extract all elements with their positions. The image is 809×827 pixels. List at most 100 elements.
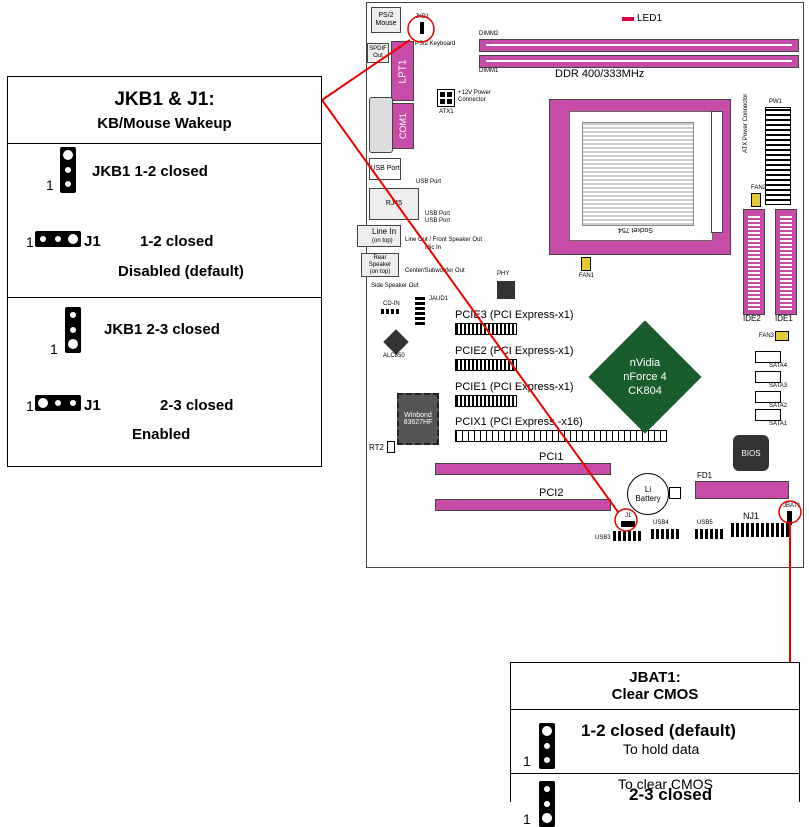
ps2-keyboard-label: PS/2 Keyboard [415,41,456,47]
enabled-text: Enabled [132,426,191,443]
pin1-label-2: 1 [26,234,34,250]
motherboard: PS/2 Mouse JKB1 PS/2 Keyboard SPDIF Out … [357,2,804,568]
cpu-socket: Socket 754 [569,111,713,241]
center-sub-label: Center/Subwoofer Out [405,268,465,274]
led1-indicator [622,17,634,21]
sata3-connector [755,371,781,383]
usb-port: USB Port [369,158,401,180]
jkb1-23-text: JKB1 2-3 closed [104,321,220,338]
nj1-label: NJ1 [743,511,760,521]
ide2-connector [743,209,765,315]
sata4-label: SATA4 [769,363,788,369]
disabled-default-text: Disabled (default) [118,263,244,280]
jkb1-23-jumper [65,307,81,353]
fan2-header [751,193,761,207]
lpt1-label: LPT1 [397,59,408,83]
pci1-label: PCI1 [539,451,564,463]
sata2-label: SATA2 [769,403,788,409]
on-top-label: (on top) [372,238,393,244]
led1-label: LED1 [637,13,663,24]
usb4-label: USB4 [653,520,669,526]
dimm1-label: DIMM1 [479,68,499,74]
j1-23-label: J1 [84,397,101,414]
pci2-slot [435,499,611,511]
pcix1-slot [455,430,667,442]
jbat1-small-label: JBAT1 [783,503,801,509]
right-panel-header: JBAT1: Clear CMOS [511,663,799,710]
line-in-jack: Line In (on top) [357,225,401,247]
pin1-label-1: 1 [46,177,54,193]
pin1-label-3: 1 [50,341,58,357]
sata1-connector [755,409,781,421]
left-panel-title: JKB1 & J1: [114,88,215,110]
jbat1-23-text: 2-3 closed [629,785,713,804]
jbat1-hold-text: To hold data [623,741,700,757]
jbat1-12-jumper [539,723,555,769]
atx-connector-label: ATX Power Connector [743,93,749,153]
sata2-connector [755,391,781,403]
jkb1-12-jumper [60,147,76,193]
jbat1-pin1-label-1: 1 [523,753,531,769]
fan1-header [581,257,591,271]
socket-label: Socket 754 [618,226,654,233]
jkb1-small-label: JKB1 [415,14,430,20]
jbat1-pin1-label-2: 1 [523,811,531,827]
alc850-chip [383,329,409,355]
cd-in-header [381,309,401,314]
ide1-connector [775,209,797,315]
com1-port: COM1 [391,103,414,149]
j1-12-label: J1 [84,233,101,250]
fan3-header [775,331,789,341]
pcie3-label: PCIE3 (PCI Express-x1) [455,309,574,321]
pcie2-slot [455,359,517,371]
jaud1-label: JAUD1 [429,296,449,302]
cd-in-label: CD-IN [383,301,400,307]
pcix1-label: PCIX1 (PCI Express -x16) [455,416,583,428]
dimm1-slot [479,55,799,68]
pw1-label: PW1 [769,99,783,105]
usb3-header [613,531,641,541]
usb4-header [651,529,679,539]
right-panel-border-ext [510,662,511,802]
mic-in-label: Mic In [425,245,442,251]
j1-12-jumper [35,231,81,247]
dimm2-slot [479,39,799,52]
j1-12-text: 1-2 closed [140,233,214,250]
ide2-label: IDE2 [743,314,761,323]
fd1-label: FD1 [697,471,713,480]
left-section-enabled: 1 JKB1 2-3 closed 1 J1 2-3 closed Enable… [8,297,321,467]
dimm2-label: DIMM2 [479,31,499,37]
cpu-lever [711,111,723,233]
rear-speaker-jack: Rear Speaker (on top) [361,253,399,277]
j1-jumper-small [621,521,635,527]
rt2-component [387,441,395,453]
com1-connector [369,97,393,153]
rj45-port: RJ45 [369,188,419,220]
side-speaker-label: Side Speaker Out [371,283,419,289]
left-panel-header: JKB1 & J1: KB/Mouse Wakeup [8,77,321,144]
jkb1-12-text: JKB1 1-2 closed [92,163,208,180]
fan3-label: FAN3 [759,333,775,339]
fan1-label: FAN1 [579,273,595,279]
usb3-label: USB3 [595,535,611,541]
right-info-panel: JBAT1: Clear CMOS 1 1-2 closed (default)… [510,662,800,827]
pin1-label-4: 1 [26,398,34,414]
jbat1-clear-text: To clear CMOS [618,776,713,792]
line-out-label: Line Out / Front Speaker Out [405,237,483,243]
usb5-label: USB5 [697,520,713,526]
jkb1-jumper-small [420,22,424,34]
spdif-port: SPDIF Out [367,43,389,63]
pci2-label: PCI2 [539,487,564,499]
j1-23-jumper [35,395,81,411]
jbat1-jumper-small [787,511,792,525]
com1-label: COM1 [397,112,408,140]
usb-port-label-3: USB Port [425,218,451,224]
line-in-label: Line In [372,227,397,236]
battery-holder [669,487,681,499]
jbat1-section-hold: 1 1-2 closed (default) To hold data [511,709,799,774]
j1-small-label: J1 [625,513,632,519]
right-panel-subtitle: Clear CMOS [611,686,699,703]
phy-chip [497,281,515,299]
nj1-header [731,523,791,537]
ps2-mouse-port: PS/2 Mouse [371,7,401,33]
